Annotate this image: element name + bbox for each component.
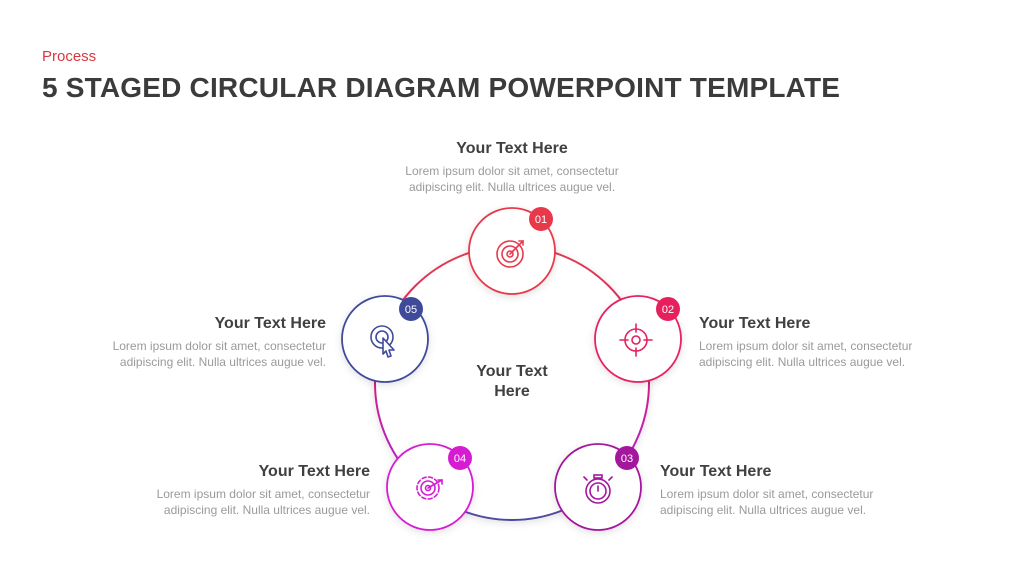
- stage-02-node: 02: [594, 295, 682, 383]
- slide-title: 5 STAGED CIRCULAR DIAGRAM POWERPOINT TEM…: [42, 72, 841, 103]
- stage-01-node: 01: [468, 207, 556, 295]
- stage-03-description: Lorem ipsum dolor sit amet, consectetur …: [660, 487, 874, 517]
- stage-02-number: 02: [662, 304, 674, 316]
- stage-01-description: Lorem ipsum dolor sit amet, consectetur …: [405, 164, 619, 194]
- stage-03-text: Your Text Here Lorem ipsum dolor sit ame…: [660, 463, 920, 518]
- pointer-target-icon: [370, 325, 395, 358]
- stage-04-node: 04: [386, 443, 474, 531]
- stage-03-node: 03: [554, 443, 642, 531]
- stage-05-description: Lorem ipsum dolor sit amet, consectetur …: [112, 339, 326, 369]
- center-label: Your Text Here: [476, 363, 548, 400]
- stage-04-description: Lorem ipsum dolor sit amet, consectetur …: [156, 487, 370, 517]
- stage-05-node: 05: [341, 295, 429, 383]
- stage-02-description: Lorem ipsum dolor sit amet, consectetur …: [699, 339, 913, 369]
- stage-05-text: Your Text Here Lorem ipsum dolor sit ame…: [66, 315, 326, 370]
- stage-01-badge: [529, 207, 553, 231]
- stopwatch-icon: [583, 474, 613, 504]
- stage-04-number: 04: [454, 453, 466, 465]
- stage-02-heading: Your Text Here: [699, 315, 811, 332]
- stage-03-badge: [615, 446, 639, 470]
- stage-04-badge: [448, 446, 472, 470]
- stage-01-text: Your Text Here Lorem ipsum dolor sit ame…: [382, 140, 642, 195]
- category-label: Process: [42, 48, 97, 65]
- stage-01-heading: Your Text Here: [456, 140, 568, 157]
- stage-02-text: Your Text Here Lorem ipsum dolor sit ame…: [699, 315, 959, 370]
- stage-02-badge: [656, 297, 680, 321]
- stage-04-text: Your Text Here Lorem ipsum dolor sit ame…: [110, 463, 370, 518]
- stage-01-number: 01: [535, 214, 547, 226]
- gear-target-icon: [416, 476, 443, 500]
- stage-05-badge: [399, 297, 423, 321]
- stage-05-number: 05: [405, 304, 417, 316]
- stage-05-heading: Your Text Here: [214, 315, 326, 332]
- stage-03-heading: Your Text Here: [660, 463, 772, 480]
- stage-03-number: 03: [621, 453, 633, 465]
- crosshair-icon: [619, 323, 653, 357]
- target-icon: [496, 240, 524, 268]
- stage-04-heading: Your Text Here: [258, 463, 370, 480]
